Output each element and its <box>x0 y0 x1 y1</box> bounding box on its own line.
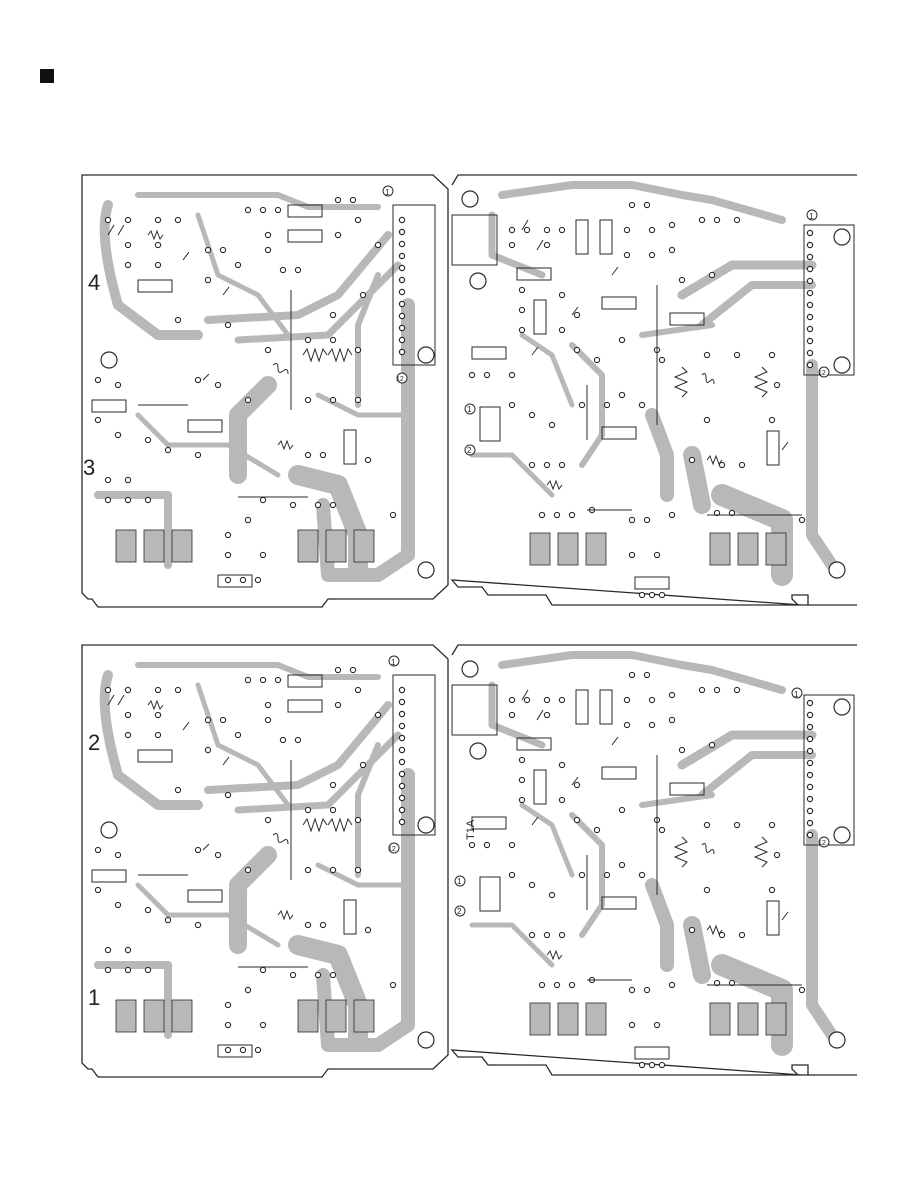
pcb-board-top-right: 1 12 1 2 <box>452 175 857 605</box>
board-label-t1a: T1A <box>465 819 477 840</box>
connector-pin-12: 12 <box>818 840 826 847</box>
jumper-pin-2: 2 <box>467 446 472 455</box>
pcb-board-bottom-left: 2 1 1 12 <box>82 645 448 1077</box>
jumper-pin-2: 2 <box>457 907 462 916</box>
jumper-pin-1: 1 <box>457 877 462 886</box>
board-label-4: 4 <box>88 270 100 295</box>
solid-square-icon <box>40 69 54 83</box>
connector-pin-12: 12 <box>388 846 396 853</box>
connector-pin-1: 1 <box>794 690 799 699</box>
board-label-1: 1 <box>88 985 100 1010</box>
jumper-pin-1: 1 <box>467 405 472 414</box>
connector-pin-12: 12 <box>818 370 826 377</box>
board-label-3: 3 <box>83 455 95 480</box>
pcb-board-top-left: 4 3 1 12 <box>82 175 448 607</box>
connector-pin-1: 1 <box>809 212 814 221</box>
pcb-board-bottom-right: T1A 1 12 1 2 <box>452 645 857 1075</box>
connector-pin-12: 12 <box>396 376 404 383</box>
board-label-2: 2 <box>88 730 100 755</box>
connector-pin-1: 1 <box>391 658 396 667</box>
connector-pin-1: 1 <box>385 188 390 197</box>
